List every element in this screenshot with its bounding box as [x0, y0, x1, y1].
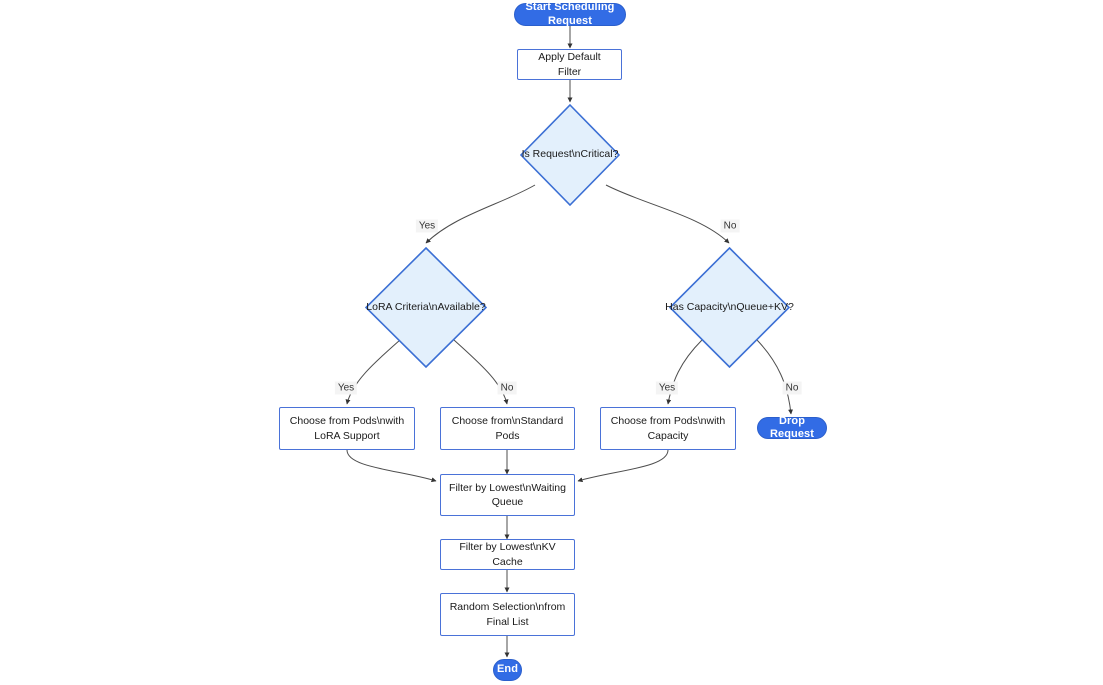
label-line-1: Choose from\nStandard	[451, 415, 564, 428]
edge-pods-cap-to-filter-queue	[577, 449, 669, 483]
node-start-label: Start Scheduling Request	[525, 1, 615, 27]
label-line-1: Random Selection\nfrom	[449, 601, 566, 614]
node-start[interactable]: Start Scheduling Request	[514, 1, 626, 27]
node-lora-criteria-available[interactable]: LoRA Criteria\nAvailable?	[365, 247, 487, 368]
diamond-shape-icon	[520, 104, 620, 206]
label-line-2: Final List	[486, 615, 529, 628]
node-end-label: End	[496, 663, 519, 676]
node-apply-default-filter[interactable]: Apply Default Filter	[517, 49, 622, 80]
node-has-capacity-queue-kv-label: Has Capacity\nQueue+KV?	[665, 300, 794, 313]
edge-label-capacity-no: No	[782, 381, 802, 395]
node-apply-default-filter-label: Apply Default Filter	[538, 51, 601, 78]
edge-pods-lora-to-filter-queue	[346, 449, 437, 483]
label-line-1: Filter by Lowest\nWaiting	[449, 481, 566, 494]
label-line-2: Capacity	[647, 429, 689, 442]
node-filter-lowest-kv-cache[interactable]: Filter by Lowest\nKV Cache	[440, 539, 575, 570]
node-drop-request-label: Drop Request	[769, 414, 815, 440]
node-filter-lowest-kv-cache-label: Filter by Lowest\nKV Cache	[459, 541, 556, 568]
node-drop-request[interactable]: Drop Request	[757, 414, 827, 440]
node-end[interactable]: End	[493, 659, 522, 681]
node-choose-pods-with-capacity[interactable]: Choose from Pods\nwith Capacity	[600, 407, 736, 450]
node-lora-criteria-available-label: LoRA Criteria\nAvailable?	[366, 300, 486, 313]
edge-is-critical-to-has-capacity-no	[605, 184, 730, 244]
diamond-shape-icon	[365, 247, 487, 368]
edge-label-lora-no: No	[497, 381, 517, 395]
node-has-capacity-queue-kv[interactable]: Has Capacity\nQueue+KV?	[665, 247, 794, 368]
edge-label-lora-yes: Yes	[334, 381, 358, 395]
label-line-1: Choose from Pods\nwith	[610, 415, 726, 428]
edge-label-capacity-yes: Yes	[655, 381, 679, 395]
label-line-2: Pods	[495, 429, 520, 442]
node-is-request-critical-label: Is Request\nCritical?	[521, 148, 619, 161]
label-line-1: Choose from Pods\nwith	[289, 415, 405, 428]
node-choose-standard-pods[interactable]: Choose from\nStandard Pods	[440, 407, 575, 450]
edge-label-critical-no: No	[720, 219, 740, 233]
node-choose-pods-lora-support[interactable]: Choose from Pods\nwith LoRA Support	[279, 407, 415, 450]
node-filter-lowest-waiting-queue[interactable]: Filter by Lowest\nWaiting Queue	[440, 474, 575, 516]
node-choose-pods-lora-support-label: Choose from Pods\nwith LoRA Support	[282, 414, 412, 443]
diamond-shape-icon	[669, 247, 790, 368]
node-choose-pods-with-capacity-label: Choose from Pods\nwith Capacity	[603, 414, 733, 443]
node-random-selection-final-list-label: Random Selection\nfrom Final List	[442, 600, 574, 629]
node-filter-lowest-waiting-queue-label: Filter by Lowest\nWaiting Queue	[441, 481, 574, 510]
node-is-request-critical[interactable]: Is Request\nCritical?	[520, 104, 620, 206]
label-line-2: LoRA Support	[314, 429, 380, 442]
label-line-2: Queue	[491, 496, 524, 508]
edge-is-critical-to-lora-yes	[425, 184, 536, 244]
node-choose-standard-pods-label: Choose from\nStandard Pods	[444, 414, 571, 443]
edge-label-critical-yes: Yes	[415, 219, 439, 233]
node-random-selection-final-list[interactable]: Random Selection\nfrom Final List	[440, 593, 575, 636]
